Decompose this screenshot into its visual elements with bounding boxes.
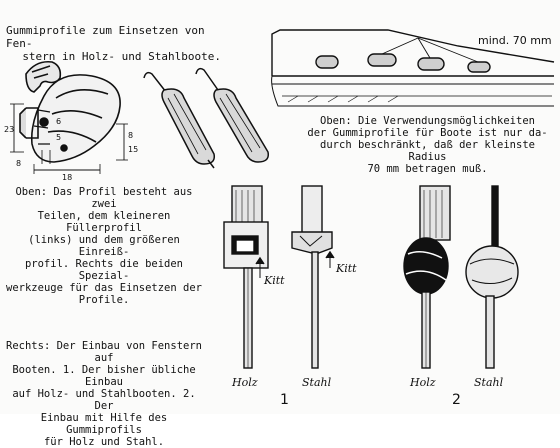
kitt-label: Kitt	[335, 262, 357, 275]
figure-number-2: 2	[452, 392, 461, 408]
detail-label-holz: Holz	[410, 376, 436, 389]
kitt-label: Kitt	[263, 274, 285, 287]
installation-details: Kitt Kitt	[223, 185, 519, 369]
caption-line: (links) und dem größeren Einreiß-	[28, 234, 180, 258]
detail-label-holz: Holz	[232, 376, 258, 389]
dimension-6: 6	[56, 117, 61, 126]
special-tools-drawing	[143, 67, 270, 169]
caption-line: Oben: Das Profil besteht aus zwei	[15, 186, 193, 210]
caption-line: Rechts: Der Einbau von Fenstern auf	[6, 340, 202, 364]
caption-line: Booten. 1. Der bisher übliche Einbau	[12, 364, 196, 388]
dimension-8-lower: 8	[16, 159, 21, 168]
caption-line: Oben: Die Verwendungsmöglichkeiten	[320, 115, 535, 127]
caption-line: Einbau mit Hilfe des Gummiprofils	[40, 412, 168, 436]
caption-line: durch beschränkt, daß der kleinste Radiu…	[320, 139, 535, 163]
boat-drawing	[271, 29, 555, 107]
caption-line: auf Holz- und Stahlbooten. 2. Der	[12, 388, 196, 412]
caption-line: werkzeuge für das Einsetzen der	[6, 282, 202, 294]
caption-bottom-left: Rechts: Der Einbau von Fenstern auf Boot…	[4, 340, 204, 448]
detail-label-stahl: Stahl	[302, 376, 332, 389]
caption-top-left: Gummiprofile zum Einsetzen von Fen- ster…	[6, 24, 221, 63]
caption-line: 70 mm betragen muß.	[367, 163, 488, 175]
caption-line: Teilen, dem kleineren Füllerprofil	[37, 210, 171, 234]
dimension-5: 5	[56, 133, 61, 142]
dimension-8: 8	[128, 131, 133, 140]
caption-middle-left: Oben: Das Profil besteht aus zwei Teilen…	[4, 186, 204, 306]
detail-label-stahl: Stahl	[474, 376, 504, 389]
caption-line: profil. Rechts die beiden Spezial-	[24, 258, 184, 282]
dimension-15: 15	[128, 145, 138, 154]
caption-line: für Holz und Stahl.	[43, 436, 165, 448]
rubber-profile-drawing: 23 8 15 8 18 6 5	[4, 60, 138, 182]
dimension-23: 23	[4, 125, 14, 134]
radius-label: mind. 70 mm	[478, 34, 552, 47]
magazine-page: Gummiprofile zum Einsetzen von Fen- ster…	[4, 24, 555, 448]
caption-line: Profile.	[78, 294, 130, 306]
caption-line: Gummiprofile zum Einsetzen von Fen-	[6, 24, 205, 50]
caption-line: der Gummiprofile für Boote ist nur da-	[307, 127, 548, 139]
caption-top-right: Oben: Die Verwendungsmöglichkeiten der G…	[300, 115, 555, 175]
figure-number-1: 1	[280, 392, 289, 408]
dimension-18: 18	[62, 173, 72, 182]
caption-line: stern in Holz- und Stahlboote.	[22, 50, 221, 63]
